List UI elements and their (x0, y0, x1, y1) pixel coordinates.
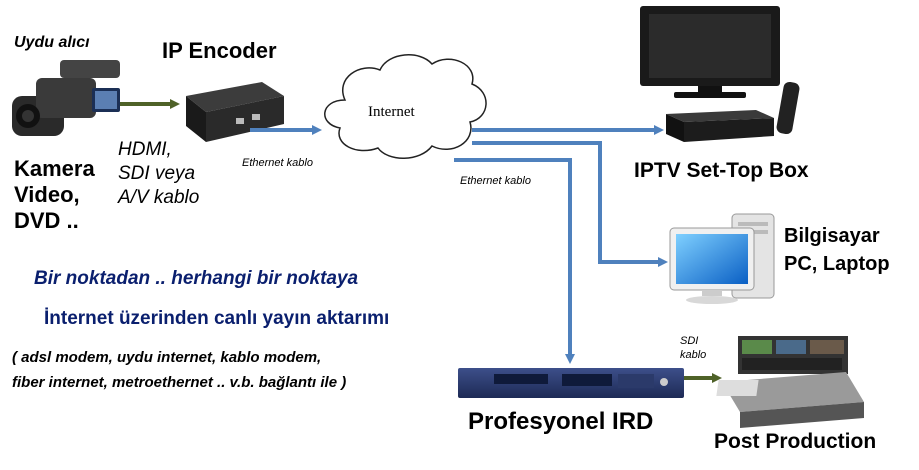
settop-label: IPTV Set-Top Box (634, 159, 809, 182)
sdi-cable-line: kablo (680, 349, 707, 361)
internet-to-computer-arrow (472, 141, 668, 267)
encoder-input-label: HDMI, SDI veya A/V kablo (118, 138, 199, 210)
camera-icon (12, 60, 120, 136)
internet-ethernet-label: Ethernet kablo (460, 175, 531, 187)
internet-to-ird-arrow (454, 158, 575, 364)
encoder-ethernet-label: Ethernet kablo (242, 157, 313, 169)
computer-label-line: Bilgisayar (784, 225, 880, 247)
ird-device-icon (458, 368, 684, 398)
post-production-label: Post Production (714, 430, 877, 453)
encoder-input-line: A/V kablo (118, 187, 200, 208)
camera-label: Kamera Video, DVD .. (14, 156, 95, 234)
satellite-receiver-label: Uydu alıcı (14, 34, 90, 51)
internet-cloud-icon (324, 54, 487, 159)
computer-label-line: PC, Laptop (784, 253, 890, 275)
ip-encoder-icon (186, 82, 284, 142)
post-production-console-icon (716, 336, 864, 428)
encoder-title: IP Encoder (162, 38, 277, 63)
ird-label: Profesyonel IRD (468, 408, 654, 435)
encoder-input-line: SDI veya (118, 163, 196, 184)
sdi-cable-label: SDI kablo (680, 334, 706, 362)
computer-label: Bilgisayar PC, Laptop (784, 222, 890, 278)
tv-icon (640, 6, 780, 98)
computer-icon (669, 213, 775, 304)
remote-control-icon (776, 81, 800, 135)
encoder-input-line: HDMI, (118, 139, 172, 160)
caption-line-1: Bir noktadan .. herhangi bir noktaya (34, 268, 359, 289)
caption-line-3: ( adsl modem, uydu internet, kablo modem… (12, 349, 322, 366)
caption-line-2: İnternet üzerinden canlı yayın aktarımı (44, 308, 390, 329)
internet-label: Internet (368, 104, 415, 120)
camera-label-line: Kamera (14, 156, 95, 181)
camera-label-line: Video, (14, 182, 80, 207)
caption-line-4: fiber internet, metroethernet .. v.b. ba… (12, 374, 347, 391)
camera-label-line: DVD .. (14, 208, 79, 233)
sdi-cable-line: SDI (680, 335, 699, 347)
settop-box-icon (666, 110, 774, 142)
